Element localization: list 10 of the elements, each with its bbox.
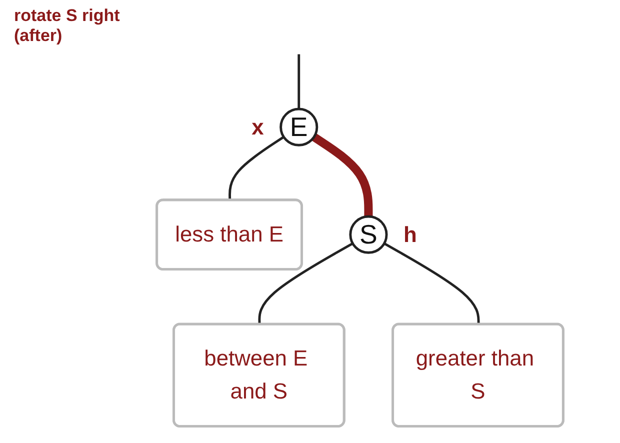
connector <box>298 54 300 109</box>
node-annotation: h <box>404 222 417 247</box>
connector <box>312 133 373 217</box>
connector <box>258 242 354 325</box>
connector <box>384 242 480 325</box>
node-circle: S <box>349 215 388 254</box>
connector <box>228 136 284 201</box>
title: rotate S right (after) <box>14 6 121 46</box>
node-circle: E <box>280 108 318 146</box>
node-annotation: x <box>252 114 264 140</box>
